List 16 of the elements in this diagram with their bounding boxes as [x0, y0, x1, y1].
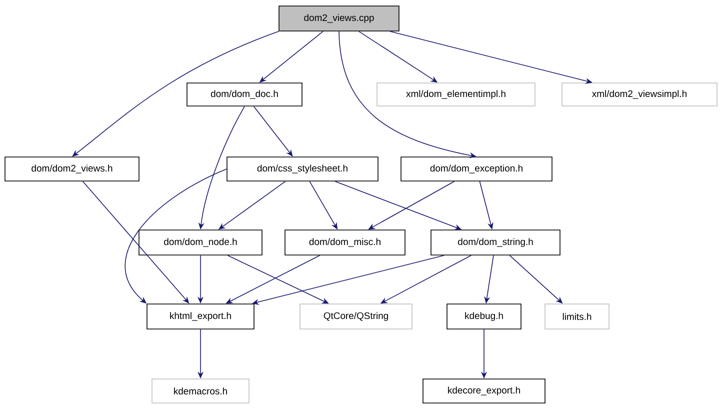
header-box: dom/dom_doc.h [186, 82, 302, 106]
header-box: dom/dom_string.h [430, 230, 560, 256]
header-box: dom/dom_node.h [138, 230, 262, 256]
external-header-box: kdemacros.h [152, 378, 250, 404]
header-box: dom/dom_misc.h [284, 230, 406, 256]
header-box: dom/dom_exception.h [400, 156, 552, 182]
header-box: dom/dom2_views.h [4, 156, 140, 182]
header-box: dom/css_stylesheet.h [226, 156, 378, 182]
header-box: khtml_export.h [146, 304, 254, 330]
file-box: dom2_views.cpp [278, 6, 400, 32]
external-header-box: xml/dom2_viewsimpl.h [562, 82, 718, 106]
external-header-box: xml/dom_elementimpl.h [376, 82, 536, 106]
external-header-box: QtCore/QString [300, 304, 412, 330]
header-box: kdecore_export.h [422, 378, 546, 404]
header-box: kdebug.h [446, 304, 522, 330]
external-header-box: limits.h [544, 304, 610, 330]
